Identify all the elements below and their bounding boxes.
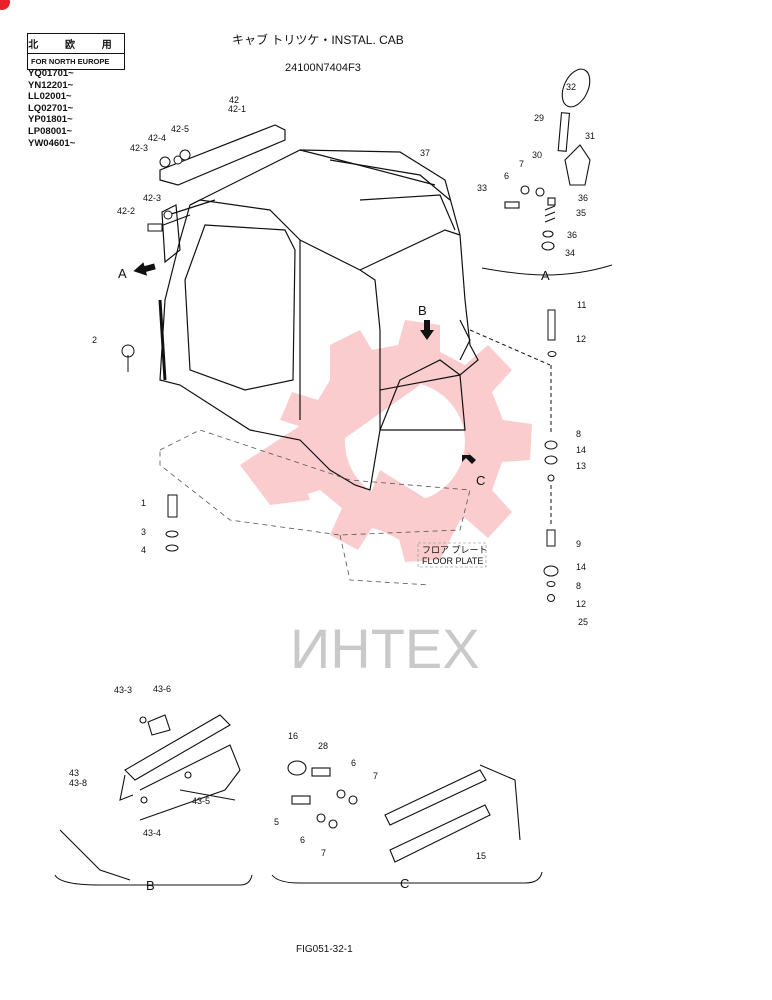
region-box-en: FOR NORTH EUROPE	[31, 57, 110, 66]
part-callout: 31	[585, 131, 595, 141]
part-callout: 42-3	[143, 193, 161, 203]
serial-item: YN12201~	[28, 79, 74, 91]
region-box-jp: 北 欧 用	[28, 34, 124, 54]
page-title: キャブ トリツケ・INSTAL. CAB	[232, 33, 404, 47]
left-fasteners	[121, 149, 191, 552]
detail-a-bracket	[481, 264, 613, 276]
part-callout: 1	[141, 498, 146, 508]
serial-item: LP08001~	[28, 125, 73, 137]
detail-b-seal	[59, 714, 241, 881]
detail-label-a: A	[541, 268, 550, 283]
serial-item: YW04601~	[28, 137, 76, 149]
floor-outline	[159, 429, 471, 586]
detail-label-b: B	[146, 878, 155, 893]
detail-c-strip	[287, 760, 521, 863]
part-callout: 11	[577, 300, 586, 310]
part-callout: 9	[576, 539, 581, 549]
part-callout: 29	[534, 113, 544, 123]
part-callout: 14	[576, 445, 586, 455]
cab-body	[158, 149, 479, 491]
part-callout: 42-1	[228, 104, 246, 114]
part-callout: 42-3	[130, 143, 148, 153]
detail-label-c: C	[400, 876, 409, 891]
floor-plate-frame	[417, 542, 487, 568]
serial-item: YP01801~	[28, 114, 73, 126]
part-callout: 8	[576, 581, 581, 591]
part-callout: 34	[565, 248, 575, 258]
part-callout: 3	[141, 527, 146, 537]
serial-list: YQ01701~ YN12201~ LL02001~ LQ02701~ YP01…	[28, 68, 75, 149]
part-callout: 6	[300, 835, 305, 845]
part-callout: 15	[476, 851, 486, 861]
view-arrows	[133, 262, 476, 464]
region-box: 北 欧 用 FOR NORTH EUROPE	[27, 33, 125, 70]
part-callout: 28	[318, 741, 328, 751]
part-callout: 43	[69, 768, 79, 778]
part-callout: 16	[288, 731, 298, 741]
part-callout: 32	[566, 82, 576, 92]
part-callout: 43-3	[114, 685, 132, 695]
part-code: 24100N7404F3	[285, 62, 361, 74]
part-callout: 42-2	[117, 206, 135, 216]
part-callout: 43-8	[69, 778, 87, 788]
watermark-text: ИНТЕХ	[290, 617, 480, 680]
part-callout: 7	[519, 159, 524, 169]
watermark-logo	[240, 320, 532, 562]
part-callout: 6	[351, 758, 356, 768]
view-label-c: C	[476, 473, 485, 488]
part-callout: 43-5	[192, 796, 210, 806]
right-fasteners	[469, 309, 559, 602]
detail-c-bracket	[271, 871, 543, 884]
part-callout: 42-5	[171, 124, 189, 134]
corner-mark	[0, 0, 10, 10]
floor-plate-en: FLOOR PLATE	[422, 556, 483, 566]
part-callout: 7	[373, 771, 378, 781]
floor-plate-jp: フロア プレート	[422, 545, 488, 555]
part-callout: 14	[576, 562, 586, 572]
serial-item: LQ02701~	[28, 102, 74, 114]
part-callout: 37	[420, 148, 430, 158]
mirror-detail-a	[504, 68, 591, 251]
part-callout: 7	[321, 848, 326, 858]
part-callout: 36	[567, 230, 577, 240]
serial-item: LL02001~	[28, 91, 72, 103]
part-callout: 43-4	[143, 828, 161, 838]
part-callout: 35	[576, 208, 586, 218]
part-callout: 12	[576, 599, 586, 609]
view-label-a: A	[118, 266, 127, 281]
part-callout: 12	[576, 334, 586, 344]
part-callout: 43-6	[153, 684, 171, 694]
part-callout: 13	[576, 461, 586, 471]
part-callout: 2	[92, 335, 97, 345]
part-callout: 8	[576, 429, 581, 439]
view-label-b: B	[418, 303, 427, 318]
part-callout: 4	[141, 545, 146, 555]
part-callout: 6	[504, 171, 509, 181]
detail-b-bracket	[54, 874, 253, 886]
part-callout: 25	[578, 617, 588, 627]
part-callout: 30	[532, 150, 542, 160]
serial-item: YQ01701~	[28, 68, 74, 79]
part-callout: 5	[274, 817, 279, 827]
part-callout: 36	[578, 193, 588, 203]
part-callouts: 42 42-1 42-5 42-4 42-3 42-3 42-2 37 2 1 …	[69, 82, 595, 861]
part-callout: 42-4	[148, 133, 166, 143]
figure-id: FIG051-32-1	[296, 944, 353, 955]
part-callout: 33	[477, 183, 487, 193]
part-callout: 42	[229, 95, 239, 105]
